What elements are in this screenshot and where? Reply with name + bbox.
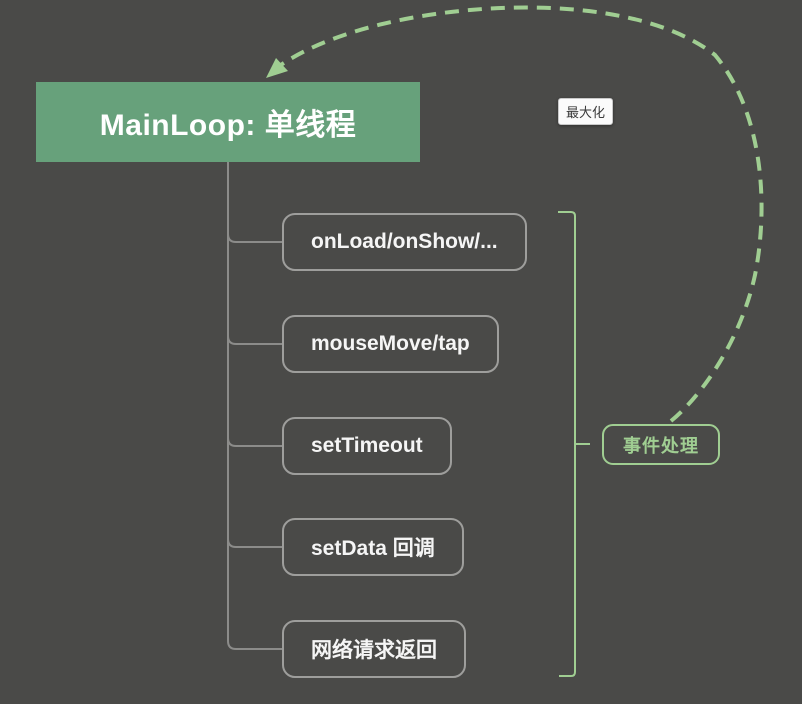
arrowhead-icon xyxy=(266,58,288,78)
topic-node-settimeout[interactable]: setTimeout xyxy=(282,417,452,475)
topic-node-onload[interactable]: onLoad/onShow/... xyxy=(282,213,527,271)
relationship-arrow[interactable] xyxy=(266,5,764,423)
connector-branch xyxy=(227,538,282,548)
connector-branch xyxy=(227,640,282,650)
maximize-tooltip: 最大化 xyxy=(558,98,614,125)
relationship-curve xyxy=(272,5,764,423)
summary-topic-event-handling[interactable]: 事件处理 xyxy=(602,424,720,465)
connector-branch xyxy=(227,335,282,345)
connector-branch xyxy=(227,437,282,447)
summary-bracket[interactable] xyxy=(558,211,590,677)
connector-branch xyxy=(227,233,282,243)
connector-lines xyxy=(227,162,282,650)
bracket-line xyxy=(558,211,576,677)
topic-node-network-return[interactable]: 网络请求返回 xyxy=(282,620,466,678)
root-topic-mainloop[interactable]: MainLoop: 单线程 xyxy=(36,82,420,162)
topic-node-mousemove[interactable]: mouseMove/tap xyxy=(282,315,499,373)
topic-node-setdata-callback[interactable]: setData 回调 xyxy=(282,518,464,576)
